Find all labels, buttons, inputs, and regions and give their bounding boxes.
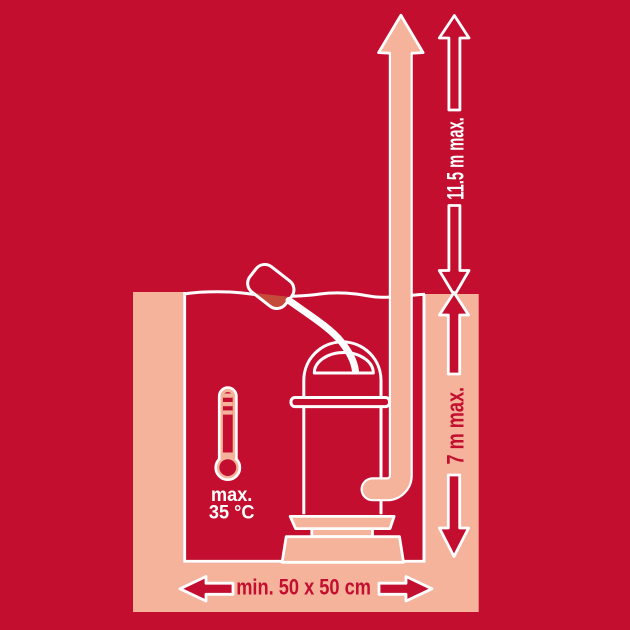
svg-text:min. 50 x 50 cm: min. 50 x 50 cm: [236, 576, 371, 600]
svg-text:7 m max.: 7 m max.: [441, 387, 469, 465]
svg-text:max.: max.: [211, 483, 252, 505]
svg-text:35 °C: 35 °C: [209, 501, 255, 523]
svg-text:11.5 m max.: 11.5 m max.: [443, 117, 470, 199]
